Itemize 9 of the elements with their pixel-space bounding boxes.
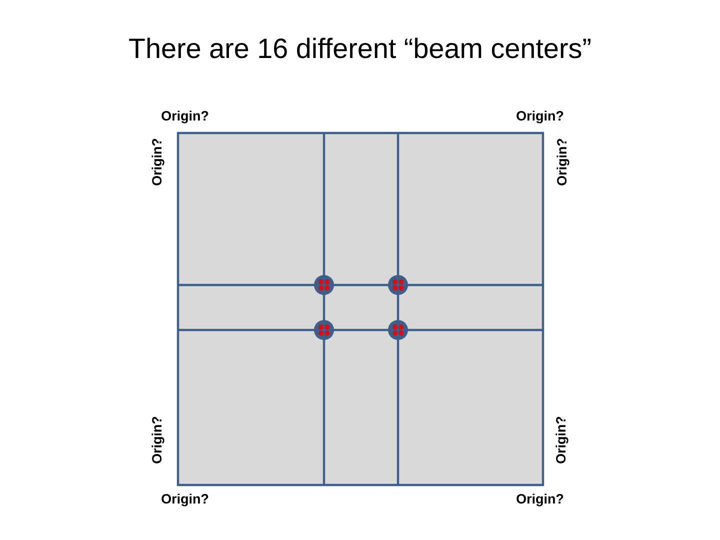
origin-label: Origin?: [152, 138, 164, 186]
origin-label: Origin?: [556, 138, 570, 186]
title: There are 16 different “beam centers”: [129, 38, 590, 58]
origin-label: Origin?: [516, 494, 564, 506]
origin-label: Origin?: [152, 416, 164, 464]
origin-label: Origin?: [516, 110, 564, 124]
origin-label: Origin?: [162, 494, 208, 506]
origin-label: Origin?: [162, 110, 208, 124]
origin-label: Origin?: [556, 416, 568, 464]
